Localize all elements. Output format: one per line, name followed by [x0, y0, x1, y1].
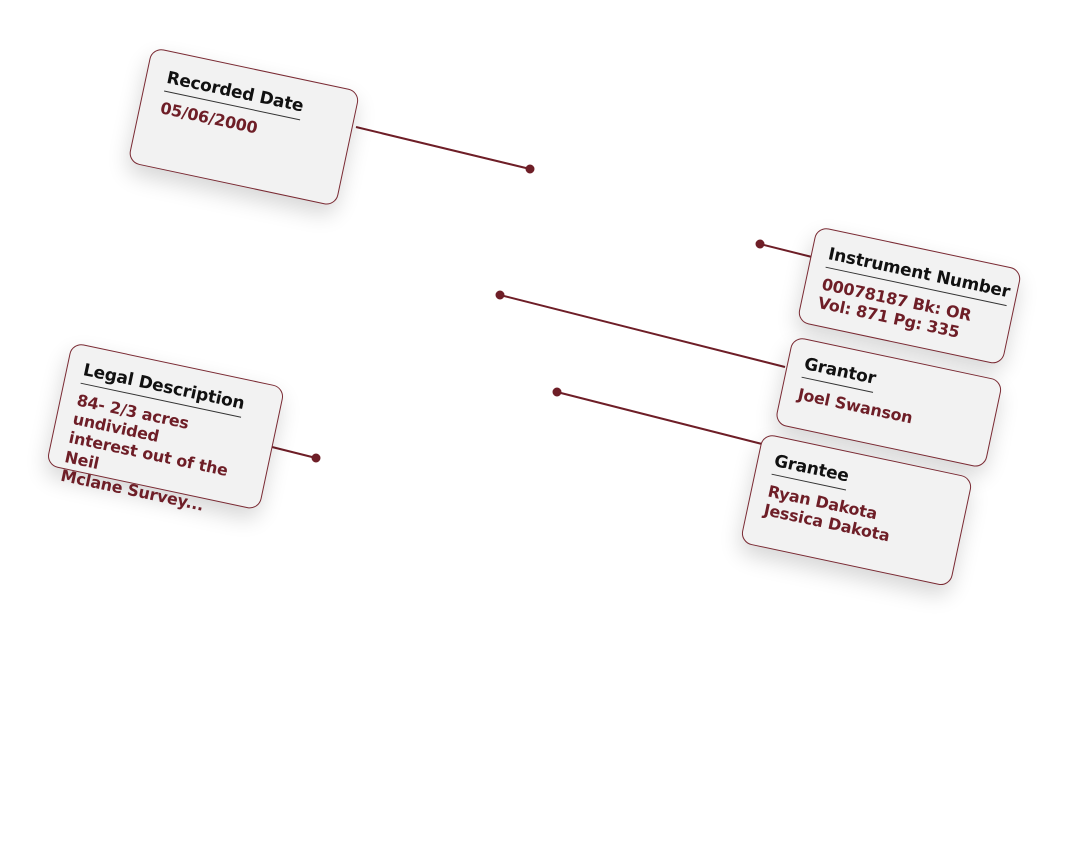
- connector-dot-grantor: [495, 290, 505, 300]
- connector-grantee: [556, 391, 763, 445]
- connector-dot-grantee: [552, 387, 562, 397]
- connector-dot-recorded-date: [525, 164, 535, 174]
- connector-recorded-date: [355, 126, 531, 170]
- grantor-value: Joel Swanson: [796, 384, 915, 428]
- connector-grantor: [499, 294, 786, 368]
- connector-dot-instrument-number: [755, 239, 765, 249]
- connector-dot-legal-description: [311, 453, 321, 463]
- connector-instrument-number: [759, 243, 813, 258]
- connector-legal-description: [271, 446, 317, 459]
